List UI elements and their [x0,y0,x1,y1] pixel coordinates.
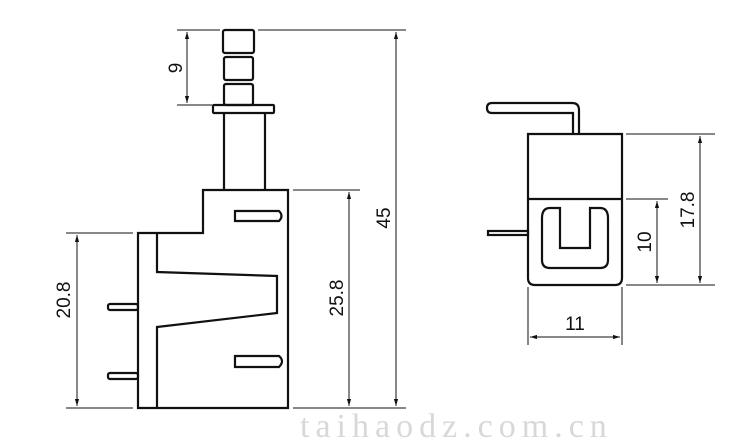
dimension-10: 10 [626,198,668,283]
dimension-label: 11 [565,314,585,335]
dimension-11: 11 [527,287,623,345]
watermark: taihaodz.com.cn [300,408,613,442]
dimension-45: 45 [258,29,406,409]
dimension-label: 20.8 [54,282,75,319]
u-window [540,206,610,270]
body-slot [155,233,279,408]
switch-body [136,188,290,410]
dimension-label: 45 [374,207,395,228]
dimension-label: 25.8 [327,280,348,317]
top-wire [485,101,581,134]
upper-oblong-slot [233,209,283,223]
dimension-25-8: 25.8 [293,189,360,406]
plunger [211,28,276,190]
terminal-pin [106,302,140,312]
dimension-9: 9 [166,29,220,106]
side-wire [486,229,530,237]
terminal-pin [106,371,140,381]
front-view [106,28,290,410]
dimension-label: 9 [166,63,187,74]
dimension-20-8: 20.8 [54,232,133,409]
dimension-label: 17.8 [678,192,699,229]
lower-oblong-slot [233,354,284,369]
dimension-label: 10 [635,231,656,252]
side-body [526,132,624,287]
dimension-17-8: 17.8 [626,133,715,286]
side-view [485,101,624,287]
